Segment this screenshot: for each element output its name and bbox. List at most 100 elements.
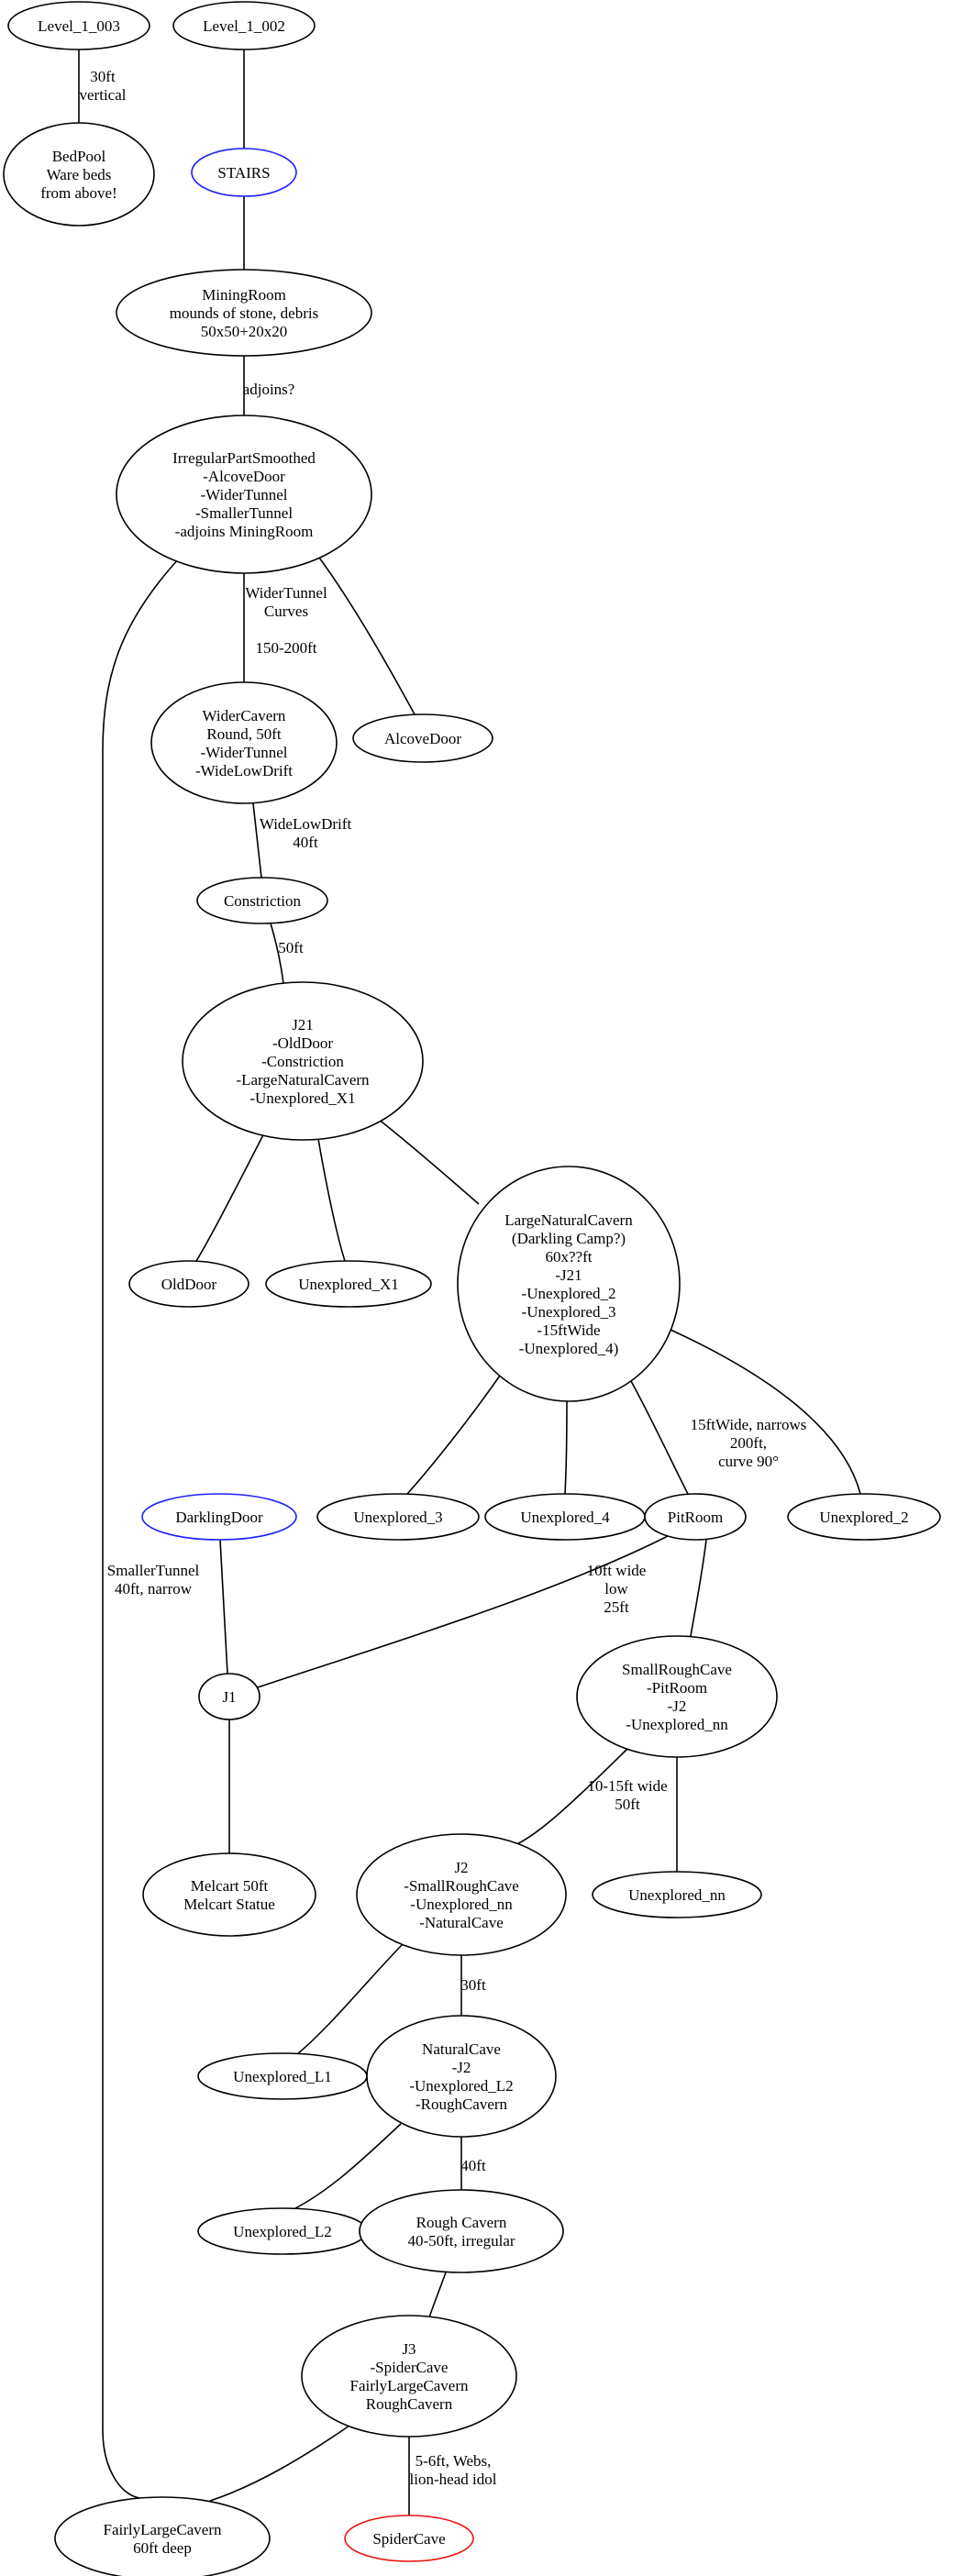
node-label: DarklingDoor bbox=[175, 1509, 263, 1526]
node-constriction: Constriction bbox=[196, 877, 328, 924]
edge-label-line: 25ft bbox=[604, 1598, 629, 1616]
node-label-line: mounds of stone, debris bbox=[170, 304, 318, 322]
node-label: Unexplored_nn bbox=[628, 1886, 726, 1904]
node-label-line: 40-50ft, irregular bbox=[407, 2232, 515, 2250]
node-ellipse bbox=[352, 713, 493, 763]
node-label: AlcoveDoor bbox=[384, 730, 461, 747]
edge-label-line: 40ft bbox=[460, 2157, 486, 2174]
node-label-line: -NaturalCave bbox=[419, 1914, 504, 1931]
edge-largenatural-unexplored_3 bbox=[406, 1375, 501, 1495]
edge-label-line: Curves bbox=[264, 603, 308, 620]
node-unexplored-nn: Unexplored_nn bbox=[592, 1871, 762, 1918]
node-ellipse bbox=[366, 2015, 557, 2138]
edge-j21-largenatural bbox=[377, 1118, 480, 1205]
node-ellipse bbox=[172, 1, 316, 50]
node-label: J21-OldDoor-Constriction-LargeNaturalCav… bbox=[236, 1016, 370, 1107]
node-label-line: RoughCavern bbox=[366, 2395, 453, 2413]
node-label-line: Unexplored_L1 bbox=[233, 2068, 332, 2085]
edge-label-j3-spidercave: 5-6ft, Webs,lion-head idol bbox=[410, 2452, 497, 2488]
node-ellipse bbox=[116, 269, 372, 357]
node-label-line: J1 bbox=[222, 1688, 236, 1706]
node-label: Level_1_002 bbox=[203, 17, 285, 35]
node-label-line: -SmallRoughCave bbox=[404, 1877, 519, 1895]
edges-layer bbox=[78, 49, 861, 2515]
edge-label-line: curve 90° bbox=[718, 1453, 779, 1470]
node-unexplored-x1: Unexplored_X1 bbox=[265, 1260, 432, 1308]
edge-label-line: 15ftWide, narrows bbox=[691, 1416, 807, 1433]
node-ellipse bbox=[196, 877, 328, 924]
node-label-line: -Unexplored_nn bbox=[626, 1716, 728, 1733]
edge-label-naturalcave-roughcavern: 40ft bbox=[460, 2157, 486, 2174]
edge-darklingdoor-j1 bbox=[219, 1539, 228, 1675]
node-ellipse bbox=[54, 2496, 271, 2576]
node-label-line: -WiderTunnel bbox=[200, 486, 287, 503]
node-label-line: SmallRoughCave bbox=[622, 1661, 732, 1678]
node-spidercave: SpiderCave bbox=[344, 2515, 474, 2562]
node-label-line: FairlyLargeCavern bbox=[103, 2521, 222, 2538]
node-unexplored-2: Unexplored_2 bbox=[787, 1493, 941, 1541]
node-ellipse bbox=[344, 2515, 474, 2562]
node-ellipse bbox=[316, 1493, 480, 1541]
node-label: J2-SmallRoughCave-Unexplored_nn-NaturalC… bbox=[404, 1859, 519, 1931]
edge-label-line: 40ft bbox=[293, 834, 318, 851]
node-label-line: -RoughCavern bbox=[416, 2095, 508, 2113]
node-label-line: DarklingDoor bbox=[175, 1509, 263, 1526]
node-label-line: Unexplored_4 bbox=[520, 1509, 610, 1526]
node-pitroom: PitRoom bbox=[644, 1493, 747, 1541]
edge-pitroom-smallrough bbox=[690, 1539, 707, 1637]
node-label-line: STAIRS bbox=[217, 164, 270, 182]
edge-pitroom-j1 bbox=[251, 1534, 670, 1690]
node-label-line: MiningRoom bbox=[202, 286, 286, 304]
node-ellipse bbox=[191, 148, 297, 197]
node-label-line: Round, 50ft bbox=[206, 725, 282, 743]
node-label-line: J21 bbox=[292, 1016, 314, 1034]
node-unexplored-l2: Unexplored_L2 bbox=[197, 2207, 368, 2255]
node-ellipse bbox=[116, 415, 372, 574]
node-label-line: -J2 bbox=[452, 2059, 471, 2076]
edge-j2-unexplored_l1 bbox=[296, 1943, 404, 2055]
node-label-line: -adjoins MiningRoom bbox=[175, 523, 314, 540]
edge-largenatural-unexplored_2 bbox=[670, 1329, 861, 1495]
node-label-line: -Unexplored_L2 bbox=[409, 2077, 513, 2095]
edge-label-line: low bbox=[604, 1580, 628, 1598]
node-ellipse bbox=[7, 1, 150, 50]
edge-label-line: 10-15ft wide bbox=[587, 1777, 667, 1795]
node-alcovedoor: AlcoveDoor bbox=[352, 713, 493, 763]
edge-roughcavern-j3 bbox=[428, 2272, 447, 2318]
node-label-line: -WiderTunnel bbox=[200, 744, 287, 761]
node-label-line: Ware beds bbox=[47, 166, 112, 183]
node-smallrough: SmallRoughCave-PitRoom-J2-Unexplored_nn bbox=[576, 1635, 778, 1758]
node-unexplored-3: Unexplored_3 bbox=[316, 1493, 480, 1541]
node-ellipse bbox=[3, 122, 155, 227]
node-label-line: -Unexplored_4) bbox=[519, 1340, 619, 1357]
edge-label-line: WideLowDrift bbox=[260, 815, 352, 833]
edge-label-line: 10ft wide bbox=[587, 1562, 647, 1579]
node-label-line: from above! bbox=[40, 184, 117, 202]
node-label-line: Unexplored_3 bbox=[353, 1509, 442, 1526]
node-ellipse bbox=[142, 1852, 316, 1937]
edge-label-line: WiderTunnel bbox=[245, 584, 327, 602]
edge-widercavern-constriction bbox=[252, 802, 262, 879]
node-label: STAIRS bbox=[217, 164, 270, 182]
node-label-line: LargeNaturalCavern bbox=[504, 1211, 633, 1229]
node-label-line: -OldDoor bbox=[272, 1034, 333, 1052]
edge-label-line: lion-head idol bbox=[410, 2471, 497, 2488]
edge-constriction-j21 bbox=[270, 923, 284, 984]
node-ellipse bbox=[198, 1673, 260, 1720]
node-label-line: Unexplored_L2 bbox=[233, 2223, 332, 2240]
node-ellipse bbox=[457, 1166, 681, 1402]
node-largenatural: LargeNaturalCavern(Darkling Camp?)60x??f… bbox=[457, 1166, 681, 1402]
edge-j21-unexplored_x1 bbox=[317, 1138, 346, 1262]
node-label-line: PitRoom bbox=[668, 1509, 723, 1526]
node-olddoor: OldDoor bbox=[128, 1260, 249, 1308]
node-label-line: Level_1_003 bbox=[38, 17, 120, 35]
